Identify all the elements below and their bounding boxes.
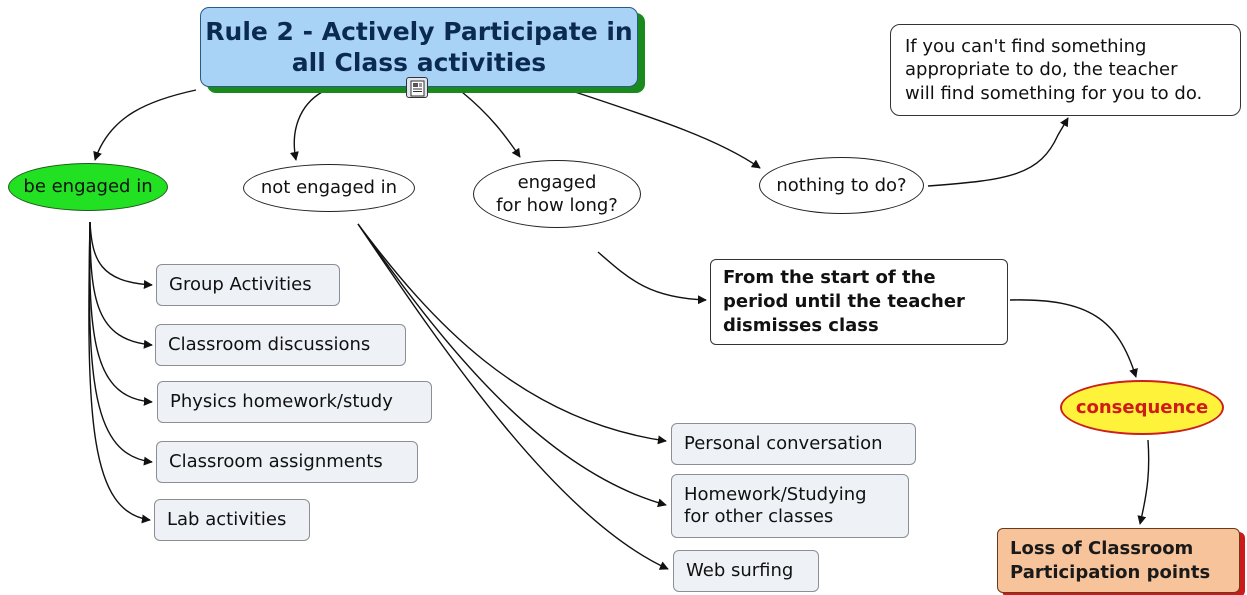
nothing-to-do-node: nothing to do? (759, 157, 924, 214)
be-engaged-node: be engaged in (8, 163, 168, 211)
consequence-label: consequence (1075, 397, 1209, 418)
activity-label: Physics homework/study (170, 390, 393, 412)
distraction-web: Web surfing (673, 550, 819, 592)
activity-physics: Physics homework/study (157, 381, 432, 423)
link-nothing-to-note (927, 117, 1069, 187)
how-long-label: engaged for how long? (496, 171, 618, 216)
how-long-node: engaged for how long? (473, 160, 641, 228)
not-engaged-label: not engaged in (260, 177, 398, 199)
activity-group: Group Activities (156, 264, 340, 306)
not-engaged-node: not engaged in (243, 164, 415, 212)
link-engaged-physics (89, 221, 153, 406)
link-consequence-to-result (1137, 439, 1150, 525)
distraction-homework: Homework/Studying for other classes (671, 474, 909, 538)
link-not-web (357, 223, 669, 570)
consequence-node: consequence (1060, 380, 1224, 435)
result-box: Loss of Classroom Participation points (997, 528, 1240, 593)
distraction-label: Personal conversation (684, 432, 883, 454)
link-engaged-lab (88, 221, 151, 524)
document-icon[interactable] (406, 77, 428, 98)
main-title-text: Rule 2 - Actively Participate in all Cla… (205, 16, 633, 77)
link-not-homework (357, 223, 667, 508)
result-text: Loss of Classroom Participation points (1010, 538, 1211, 583)
link-duration-to-consequence (1009, 299, 1138, 378)
be-engaged-label: be engaged in (23, 176, 153, 198)
teacher-note: If you can't find something appropriate … (890, 24, 1241, 116)
activity-assignments: Classroom assignments (156, 441, 418, 483)
link-title-to-be-engaged (93, 89, 197, 161)
duration-box: From the start of the period until the t… (710, 259, 1008, 345)
link-title-to-not-engaged (290, 91, 323, 161)
activity-lab: Lab activities (154, 499, 310, 541)
teacher-note-text: If you can't find something appropriate … (905, 35, 1203, 104)
activity-label: Classroom assignments (169, 450, 383, 472)
distraction-personal: Personal conversation (671, 423, 916, 465)
activity-label: Group Activities (169, 273, 312, 295)
distraction-label: Web surfing (686, 559, 794, 581)
link-how-long-to-duration (597, 251, 707, 305)
duration-text: From the start of the period until the t… (723, 266, 965, 337)
link-engaged-assignments (88, 221, 153, 466)
activity-label: Classroom discussions (168, 333, 371, 355)
link-engaged-group (89, 221, 153, 290)
link-title-to-nothing (574, 91, 761, 169)
nothing-to-do-label: nothing to do? (776, 174, 907, 196)
link-title-to-how-long (461, 91, 521, 158)
activity-discussions: Classroom discussions (155, 324, 406, 366)
distraction-label: Homework/Studying for other classes (684, 483, 867, 528)
main-title: Rule 2 - Actively Participate in all Cla… (200, 7, 638, 87)
link-not-personal (357, 223, 667, 445)
activity-label: Lab activities (167, 508, 287, 530)
